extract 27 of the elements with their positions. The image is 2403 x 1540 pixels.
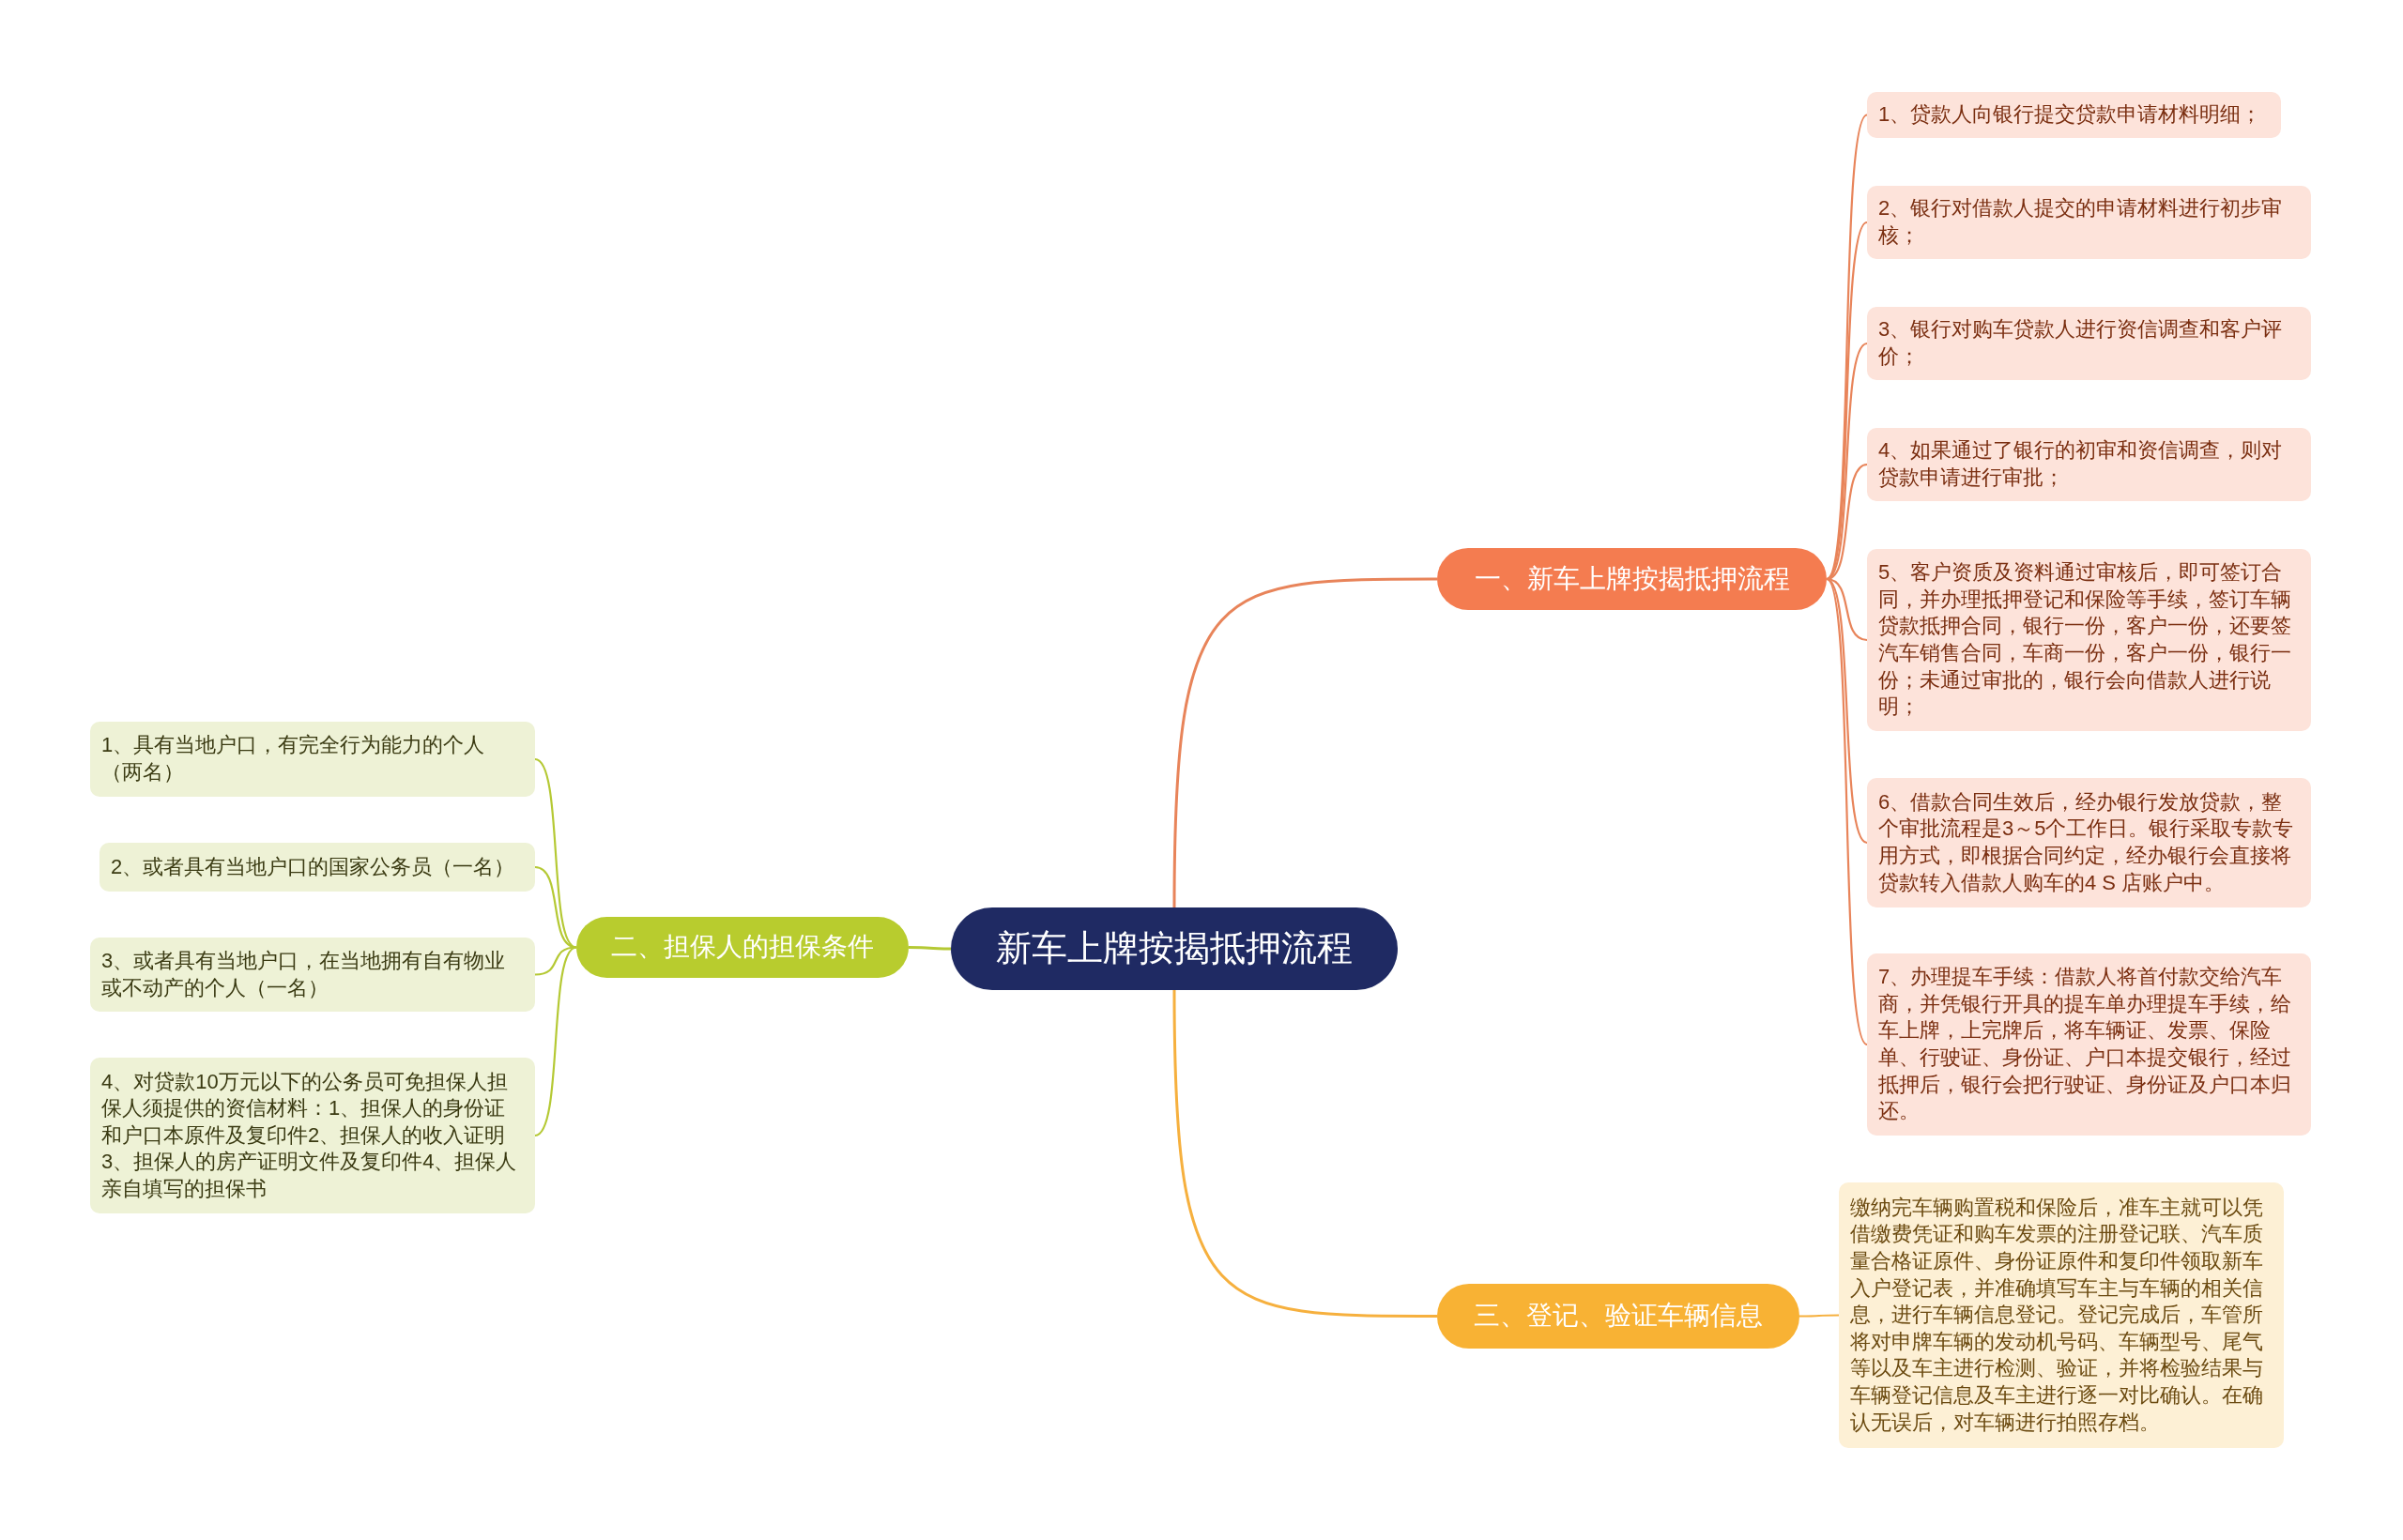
subtopic-box: 1、具有当地户口，有完全行为能力的个人（两名） — [90, 722, 535, 797]
subtopic-box: 缴纳完车辆购置税和保险后，准车主就可以凭借缴费凭证和购车发票的注册登记联、汽车质量合格证原件、身份证原件和复印件领取新车入户登记表，并准确填写车主与车辆的相关信息，进行车辆信息登记。登记完成后，车管所将对申牌车辆的发动机号码、车辆型号、尾气等以及车主进行检测、验证，并将检验结果与车辆登记信息及车主进行逐一对比确认。在确认无误后，对车辆进行拍照存档。 — [1839, 1182, 2284, 1448]
connector-line — [909, 946, 951, 951]
subtopic-box: 2、或者具有当地户口的国家公务员（一名） — [99, 843, 535, 892]
connector-line — [1172, 990, 1437, 1318]
branch-topic-box: 三、登记、验证车辆信息 — [1437, 1284, 1799, 1349]
branch-topic-box: 二、担保人的担保条件 — [576, 917, 909, 978]
subtopic-box: 4、对贷款10万元以下的公务员可免担保人担保人须提供的资信材料：1、担保人的身份证和户口本原件及复印件2、担保人的收入证明3、担保人的房产证明文件及复印件4、担保人亲自填写的担保书 — [90, 1058, 535, 1213]
central-topic-box: 新车上牌按揭抵押流程 — [951, 907, 1398, 990]
connector-line — [1826, 343, 1868, 580]
subtopic-box: 3、或者具有当地户口，在当地拥有自有物业或不动产的个人（一名） — [90, 938, 535, 1012]
subtopic-box: 2、银行对借款人提交的申请材料进行初步审核； — [1867, 186, 2311, 259]
branch-topic-box: 一、新车上牌按揭抵押流程 — [1437, 548, 1827, 610]
subtopic-box: 3、银行对购车贷款人进行资信调查和客户评价； — [1867, 307, 2311, 380]
connector-line — [534, 865, 577, 949]
connector-line — [1826, 578, 1868, 1045]
connector-line — [534, 946, 577, 1136]
subtopic-box: 7、办理提车手续：借款人将首付款交给汽车商，并凭银行开具的提车单办理提车手续，给车上牌，上完牌后，将车辆证、发票、保险单、行驶证、身份证、户口本提交银行，经过抵押后，银行会把行驶证、身份证及户口本归还。 — [1867, 953, 2311, 1136]
connector-line — [1799, 1314, 1839, 1318]
subtopic-box: 5、客户资质及资料通过审核后，即可签订合同，并办理抵押登记和保险等手续，签订车辆贷款抵押合同，银行一份，客户一份，还要签汽车销售合同，车商一份，客户一份，银行一份；未通过审批的，银行会向借款人进行说明； — [1867, 549, 2311, 731]
connector-line — [1172, 577, 1437, 907]
connector-line — [1826, 577, 1868, 642]
connector-line — [534, 946, 577, 976]
subtopic-box: 1、贷款人向银行提交贷款申请材料明细； — [1867, 92, 2281, 138]
subtopic-box: 4、如果通过了银行的初审和资信调查，则对贷款申请进行审批； — [1867, 428, 2311, 501]
subtopic-box: 6、借款合同生效后，经办银行发放贷款，整个审批流程是3～5个工作日。银行采取专款专用方式，即根据合同约定，经办银行会直接将贷款转入借款人购车的4 S 店账户中。 — [1867, 778, 2311, 907]
connector-line — [1826, 114, 1868, 580]
